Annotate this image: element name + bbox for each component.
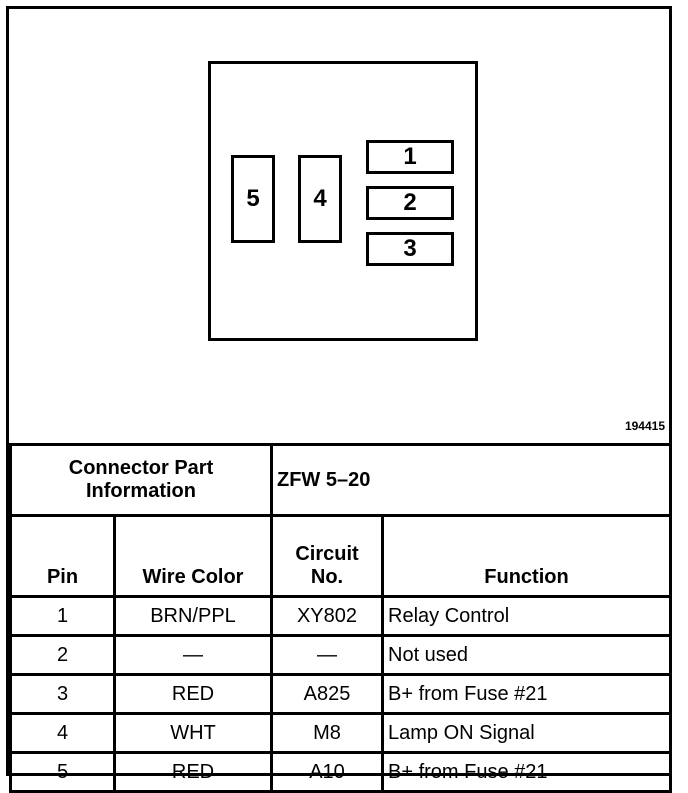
pin-label: 5 (246, 185, 260, 212)
header-pin: Pin (9, 514, 116, 598)
cell-function: Lamp ON Signal (380, 712, 673, 754)
connector-info-label-line1: Connector Part (68, 457, 214, 479)
table-row: 4 WHT M8 Lamp ON Signal (9, 712, 673, 754)
cell-pin: 1 (9, 595, 116, 637)
pinout-table: Connector Part Information ZFW 5–20 Pin … (9, 443, 673, 793)
pin-label: 1 (403, 143, 417, 170)
pin-cavity-1: 1 (366, 140, 454, 174)
cell-circuit: XY802 (270, 595, 384, 637)
connector-info-label: Connector Part Information (9, 443, 273, 517)
cell-wire-color: WHT (113, 712, 273, 754)
header-circuit-line2: No. (310, 566, 344, 588)
cell-function: Not used (380, 634, 673, 676)
pin-cavity-5: 5 (231, 155, 275, 243)
header-wire-color: Wire Color (113, 514, 273, 598)
header-circuit: Circuit No. (270, 514, 384, 598)
connector-info-value: ZFW 5–20 (269, 443, 673, 517)
header-circuit-line1: Circuit (295, 543, 359, 565)
connector-diagram: 5 4 1 2 3 194415 (9, 9, 669, 443)
pin-cavity-2: 2 (366, 186, 454, 220)
header-function: Function (380, 514, 673, 598)
pin-label: 2 (403, 189, 417, 216)
table-row: 1 BRN/PPL XY802 Relay Control (9, 595, 673, 637)
pin-cavity-3: 3 (366, 232, 454, 266)
cell-wire-color: RED (113, 673, 273, 715)
table-row: 5 RED A10 B+ from Fuse #21 (9, 751, 673, 793)
table-row: 3 RED A825 B+ from Fuse #21 (9, 673, 673, 715)
cell-wire-color: — (113, 634, 273, 676)
cell-circuit: A10 (270, 751, 384, 793)
cell-circuit: — (270, 634, 384, 676)
connector-info-label-line2: Information (86, 480, 196, 502)
table-row: 2 — — Not used (9, 634, 673, 676)
cell-function: B+ from Fuse #21 (380, 673, 673, 715)
cell-circuit: A825 (270, 673, 384, 715)
cell-pin: 2 (9, 634, 116, 676)
connector-sheet: 5 4 1 2 3 194415 Connector Part (6, 6, 673, 793)
cell-wire-color: RED (113, 751, 273, 793)
pin-label: 3 (403, 235, 417, 262)
cell-pin: 5 (9, 751, 116, 793)
cell-circuit: M8 (270, 712, 384, 754)
table-header-row: Pin Wire Color Circuit No. Function (9, 514, 673, 598)
cell-wire-color: BRN/PPL (113, 595, 273, 637)
cell-function: B+ from Fuse #21 (380, 751, 673, 793)
cell-function: Relay Control (380, 595, 673, 637)
cell-pin: 4 (9, 712, 116, 754)
cell-pin: 3 (9, 673, 116, 715)
pin-cavity-4: 4 (298, 155, 342, 243)
connector-info-row: Connector Part Information ZFW 5–20 (9, 443, 673, 517)
connector-housing: 5 4 1 2 3 (208, 61, 478, 341)
pin-label: 4 (313, 185, 327, 212)
figure-number: 194415 (624, 419, 665, 433)
